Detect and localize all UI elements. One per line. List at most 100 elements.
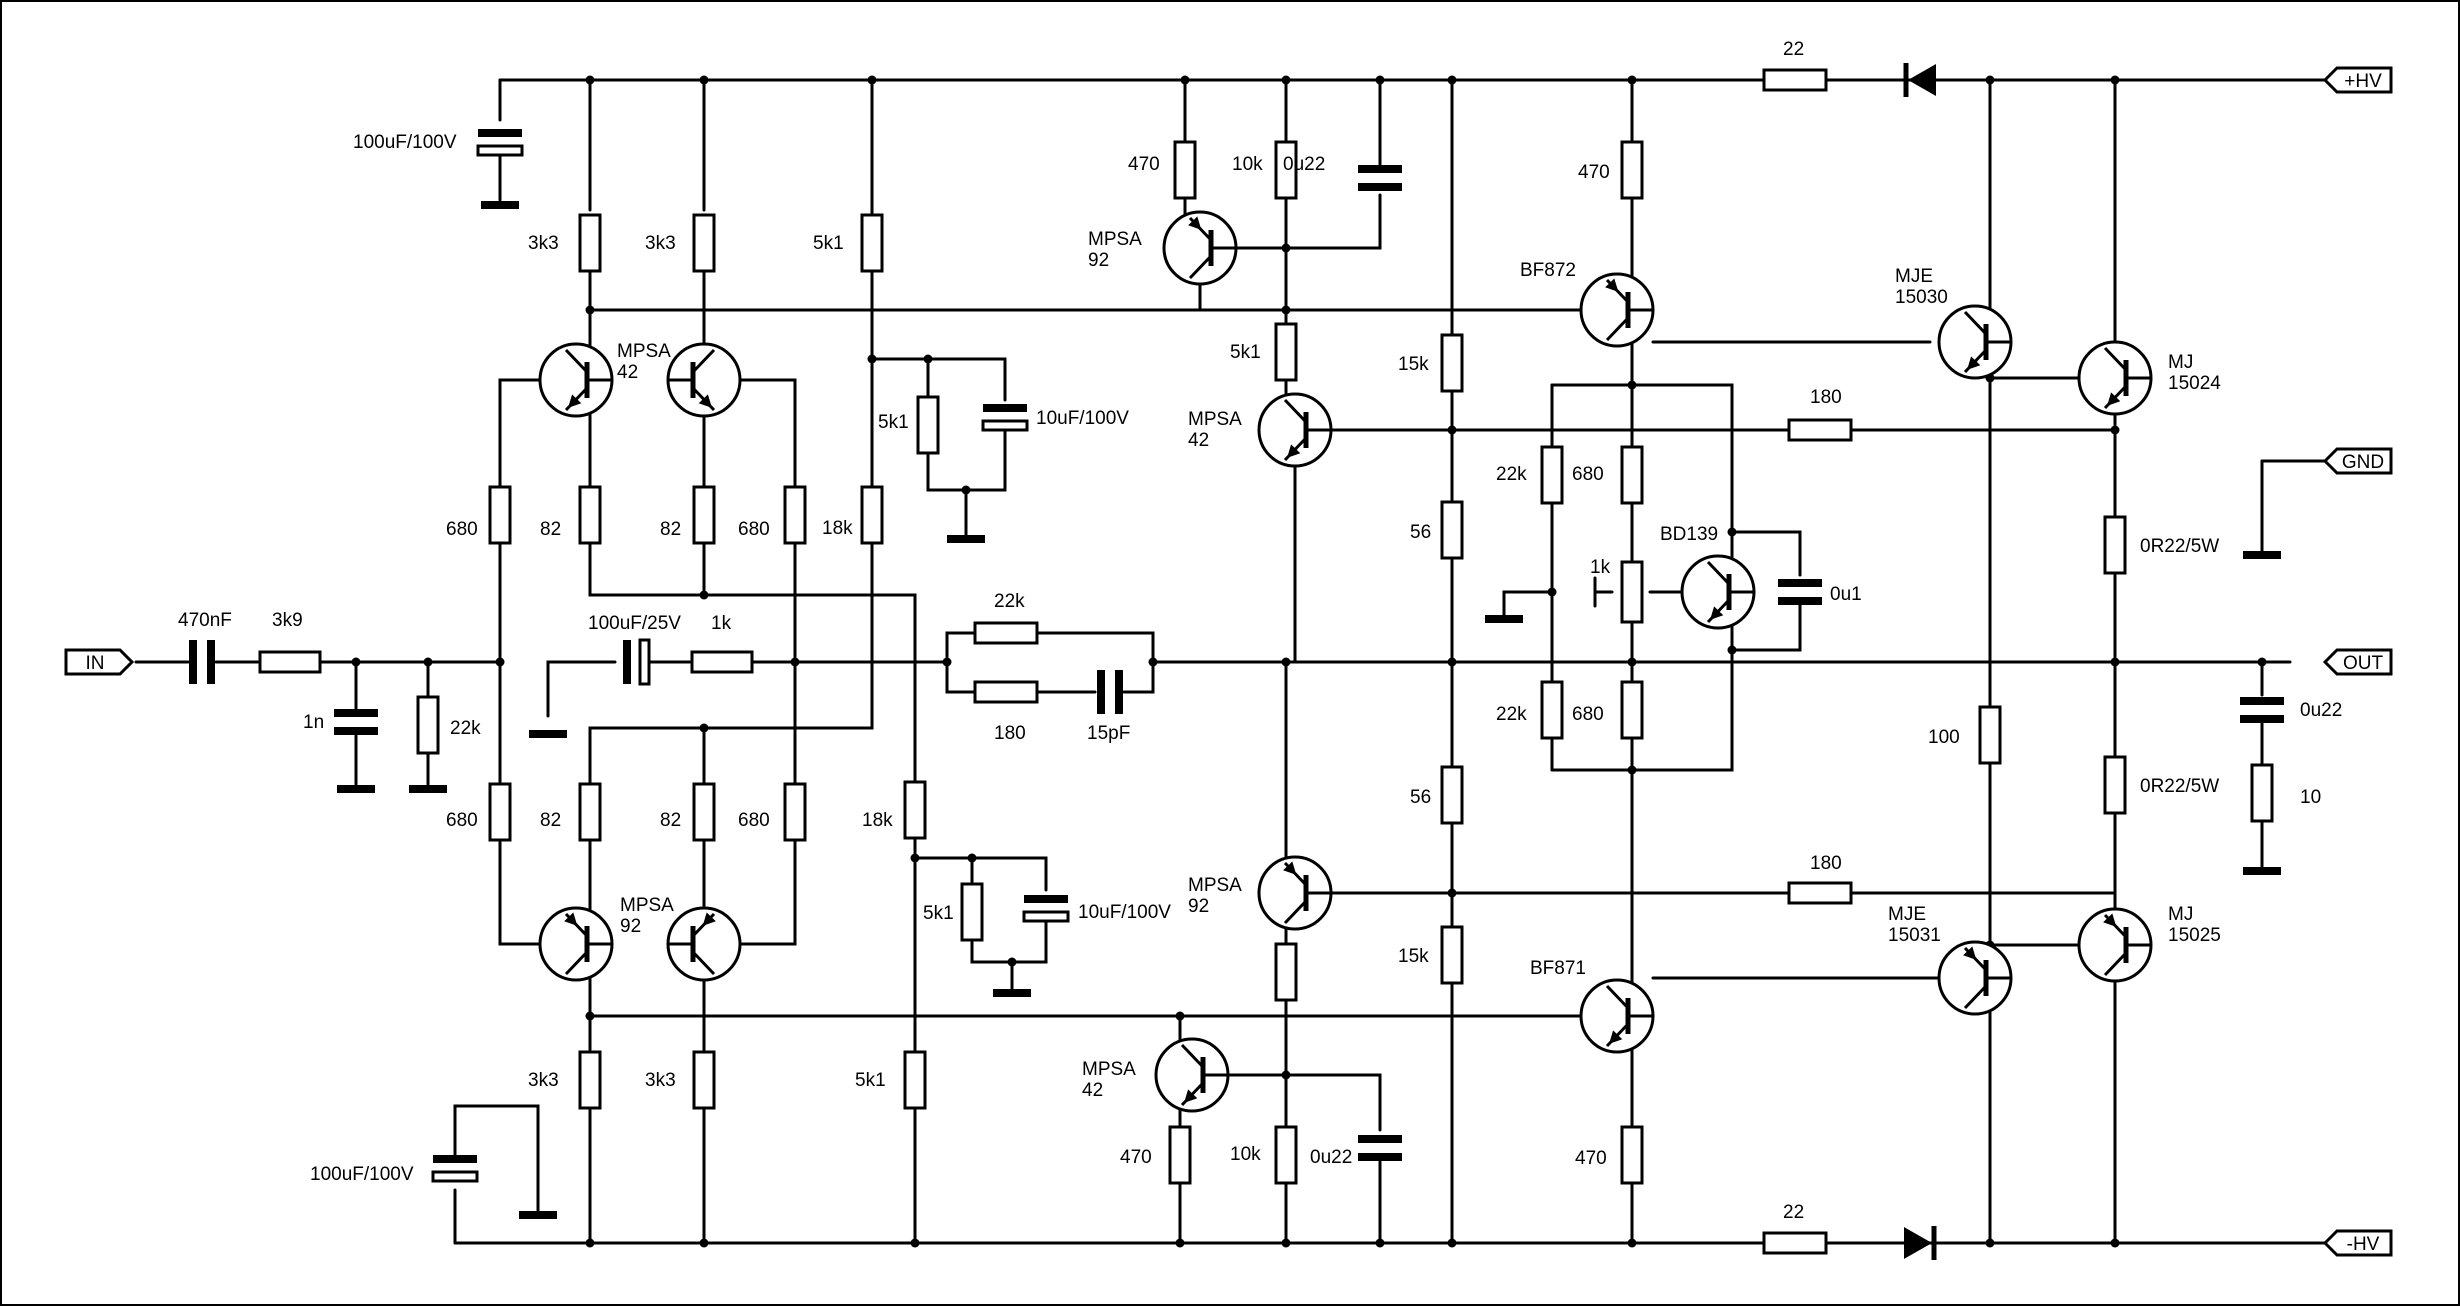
res-0r22-bot — [2103, 755, 2127, 815]
res-5k1-mid-bot — [960, 882, 984, 942]
cap-zobel — [2240, 697, 2284, 723]
label-r-82-c: 82 — [540, 810, 561, 831]
junction-dot — [1627, 1238, 1637, 1248]
wire — [945, 660, 977, 694]
label-r-3k3-a: 3k3 — [528, 233, 559, 254]
label-q-bf872: BF872 — [1520, 260, 1576, 281]
label-q-bd139: BD139 — [1660, 524, 1718, 545]
label-r-5k1-bot: 5k1 — [855, 1070, 886, 1091]
junction-dot — [1447, 1238, 1457, 1248]
ground-symbol — [947, 535, 985, 543]
res-3k3-b — [692, 213, 716, 273]
res-680-bias-bot — [1620, 680, 1644, 740]
label-r-10k-top: 10k — [1232, 154, 1263, 175]
res-100 — [1978, 705, 2002, 765]
label-r-3k3-b: 3k3 — [645, 233, 676, 254]
label-r-0r22-top: 0R22/5W — [2140, 536, 2219, 557]
port-label-hv-pos: +HV — [2344, 71, 2382, 92]
junction-dot — [585, 1238, 595, 1248]
transistor-mje15030 — [1937, 304, 2013, 380]
label-r-22-bot: 22 — [1783, 1202, 1804, 1223]
junction-dot — [910, 1238, 920, 1248]
res-22k-bias-top — [1540, 445, 1564, 505]
transistor-mj15025 — [2077, 907, 2153, 983]
junction-dot — [2110, 75, 2120, 85]
label-c-in: 470nF — [178, 610, 232, 631]
label-r-470-top: 470 — [1128, 154, 1160, 175]
res-82-a — [578, 485, 602, 545]
res-zobel-10 — [2250, 763, 2274, 823]
wire — [1198, 276, 1288, 312]
junction-dot — [1375, 1238, 1385, 1248]
label-r-5k1-top: 5k1 — [813, 233, 844, 254]
res-470-top — [1173, 140, 1197, 200]
res-5k1-vas — [1274, 322, 1298, 382]
res-680-a — [488, 485, 512, 545]
label-r-680-bias-bot: 680 — [1572, 704, 1604, 725]
label-r-82-b: 82 — [660, 519, 681, 540]
junction-dot — [699, 75, 709, 85]
res-22k-feedback — [973, 621, 1039, 645]
label-r-3k3-d: 3k3 — [645, 1070, 676, 1091]
ground-symbol — [2243, 867, 2281, 875]
res-vas-bot — [1274, 942, 1298, 1002]
res-82-c — [578, 782, 602, 842]
label-r-18k-bot: 18k — [862, 810, 893, 831]
junction-dot — [967, 853, 977, 863]
diode-top — [1903, 63, 1936, 97]
res-56-top — [1440, 500, 1464, 560]
port-in: IN — [64, 648, 135, 676]
pot-1k — [1620, 560, 1644, 624]
res-3k3-c — [578, 1050, 602, 1110]
res-180-bot — [1787, 881, 1853, 905]
res-10k-bot — [1274, 1125, 1298, 1185]
transistor-bf872 — [1579, 272, 1655, 348]
ground-symbol — [337, 785, 375, 793]
label-r-22k-bias-bot: 22k — [1496, 704, 1527, 725]
junction-dot — [1727, 527, 1737, 537]
ground-symbol — [409, 785, 447, 793]
junction-dot — [1281, 1238, 1291, 1248]
res-3k3-a — [578, 213, 602, 273]
label-r-3k3-c: 3k3 — [528, 1070, 559, 1091]
label-c-10u-top: 10uF/100V — [1036, 408, 1129, 429]
reserve-cap-bottom — [431, 1155, 479, 1183]
wire — [738, 838, 797, 946]
label-c-top-reserve: 100uF/100V — [353, 132, 457, 153]
label-r-5k1-mid-top: 5k1 — [878, 412, 909, 433]
wire — [588, 541, 874, 762]
ground-symbol — [1485, 615, 1523, 623]
wire — [1550, 648, 1734, 772]
res-56-bot — [1440, 765, 1464, 825]
wire — [1730, 603, 1802, 652]
label-c-fb: 100uF/25V — [588, 613, 681, 634]
transistor-mj15024 — [2077, 340, 2153, 416]
label-r-82-d: 82 — [660, 810, 681, 831]
wire — [913, 856, 1048, 892]
label-r-470-bf872: 470 — [1578, 162, 1610, 183]
wire — [738, 378, 797, 489]
junction-dot — [1985, 1238, 1995, 1248]
label-r-zobel: 10 — [2300, 787, 2321, 808]
label-r-680-b: 680 — [738, 519, 770, 540]
port-label-hv-neg: -HV — [2347, 1234, 2380, 1255]
res-680-c — [488, 782, 512, 842]
label-r-82-a: 82 — [540, 519, 561, 540]
label-r-680-a: 680 — [446, 519, 478, 540]
label-r-5k1-mid-bot: 5k1 — [923, 903, 954, 924]
junction-dot — [923, 354, 933, 364]
junction-dot — [790, 657, 800, 667]
cap-0u22-top — [1358, 165, 1402, 191]
label-c-10u-bot: 10uF/100V — [1078, 902, 1171, 923]
port-label-in: IN — [86, 653, 105, 674]
label-c-15p: 15pF — [1087, 723, 1130, 744]
cap-0u22-bot — [1358, 1135, 1402, 1161]
cap-1n — [334, 709, 378, 735]
input-resistor — [258, 650, 322, 674]
